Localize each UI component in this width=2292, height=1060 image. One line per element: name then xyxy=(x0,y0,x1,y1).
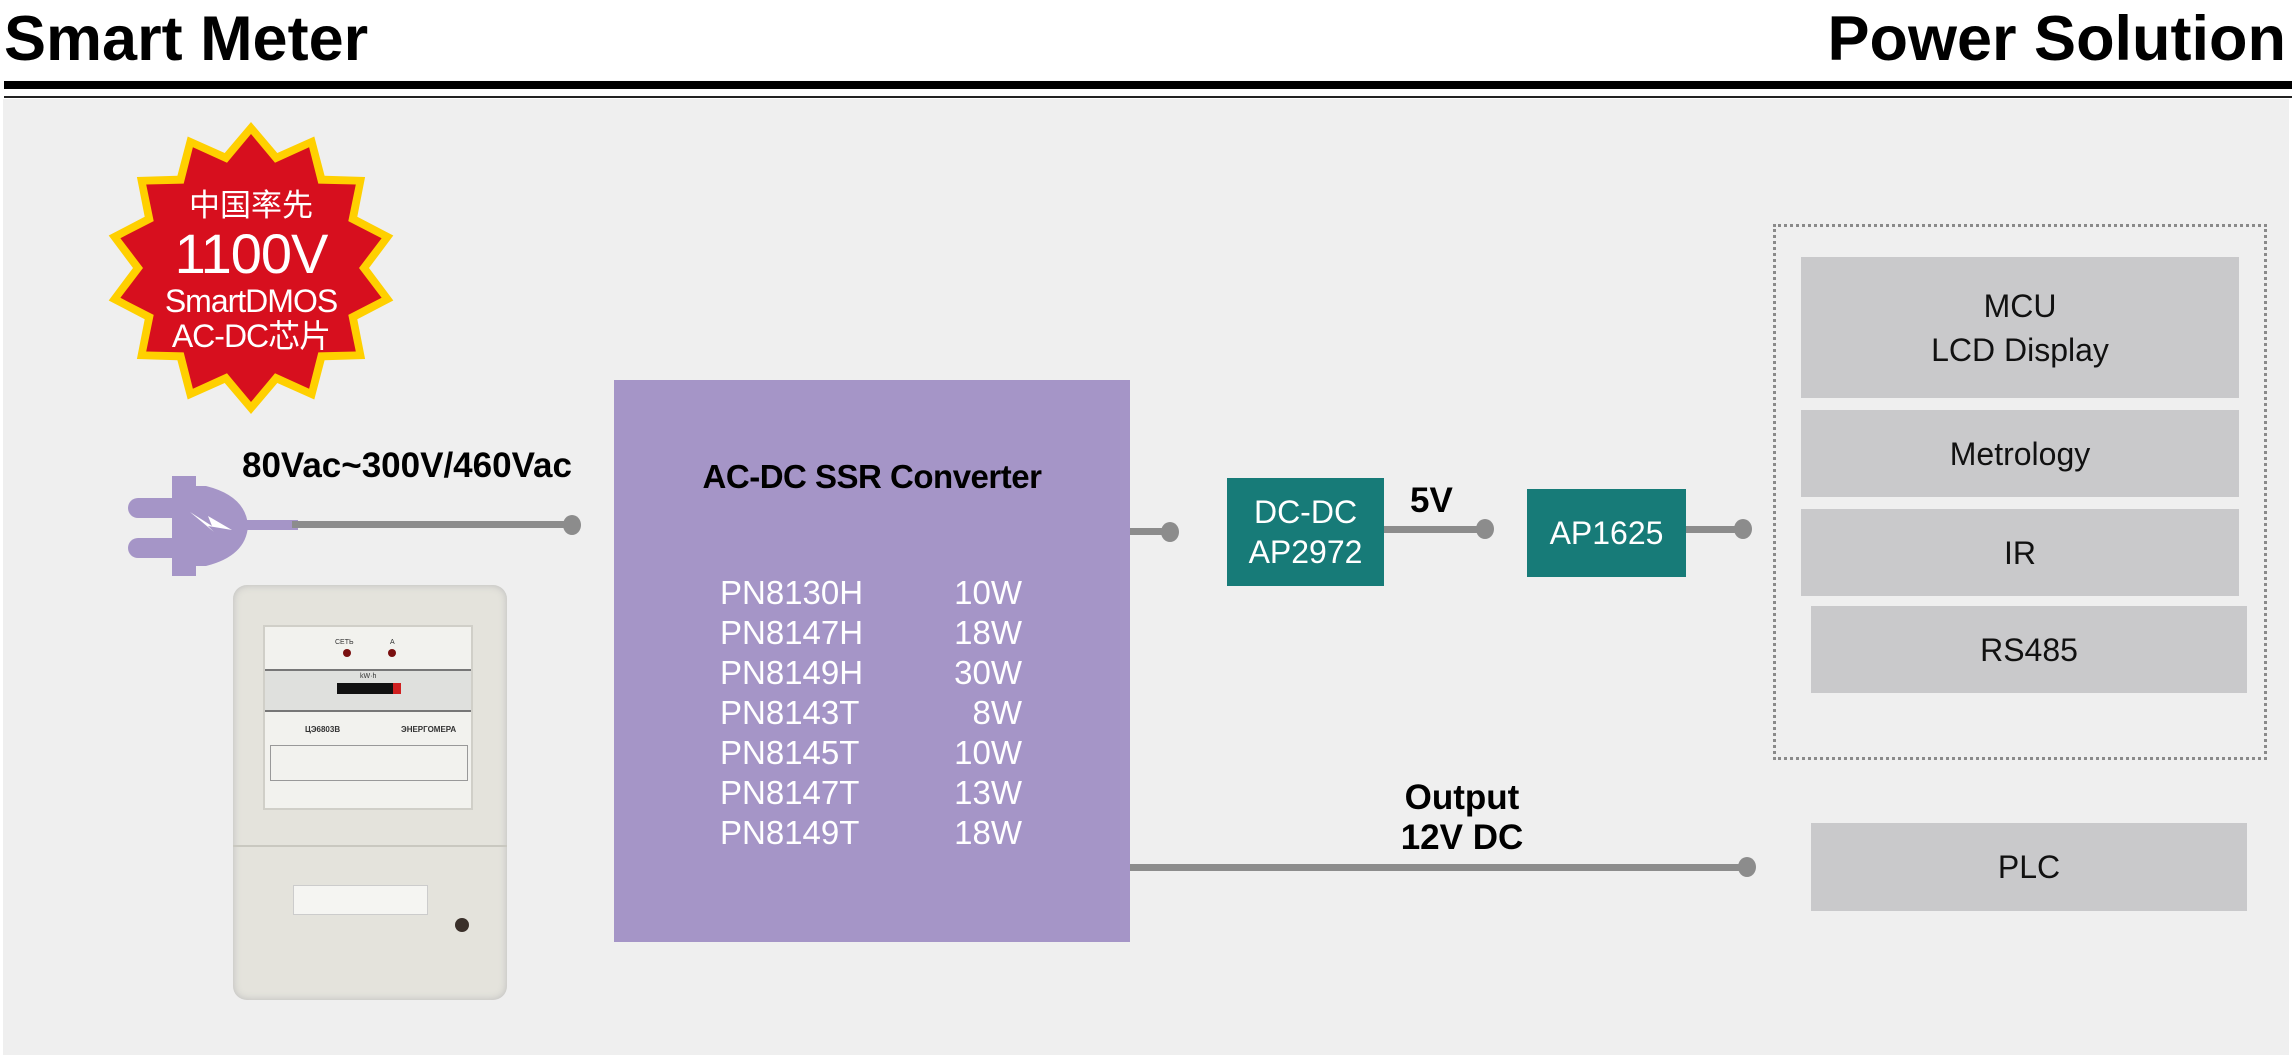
output-12v-dot xyxy=(1738,857,1756,877)
part-power: 10W xyxy=(954,734,1022,771)
metrology-label: Metrology xyxy=(1949,435,2091,472)
ir-label: IR xyxy=(2004,534,2036,571)
meter-seal-screw-icon xyxy=(455,918,469,932)
dcdc-to-ldo-line xyxy=(1384,526,1479,533)
part-power: 30W xyxy=(954,654,1022,691)
rail-5v-label: 5V xyxy=(1410,481,1453,520)
rail-5v-dot xyxy=(1476,519,1494,539)
page-title-right: Power Solution xyxy=(1827,4,2286,74)
part-power: 13W xyxy=(954,774,1022,811)
converter-to-dcdc-line xyxy=(1130,528,1165,535)
converter-title: AC-DC SSR Converter xyxy=(702,458,1042,495)
metrology-block: Metrology xyxy=(1801,410,2239,497)
starburst-icon xyxy=(108,122,394,414)
rs485-label: RS485 xyxy=(1980,631,2078,668)
ir-block: IR xyxy=(1801,509,2239,596)
converter-part-row: PN8143T 8W xyxy=(720,693,1022,733)
part-number: PN8149H xyxy=(720,654,864,691)
led-icon xyxy=(343,649,351,657)
page-title-left: Smart Meter xyxy=(4,4,369,74)
lcd-display-label: LCD Display xyxy=(1931,331,2109,368)
mcu-lcd-block: MCU LCD Display xyxy=(1801,257,2239,398)
part-power: 10W xyxy=(954,574,1022,611)
part-power: 18W xyxy=(954,614,1022,651)
converter-part-row: PN8149H 30W xyxy=(720,653,1022,693)
ldo-output-dot xyxy=(1734,519,1752,539)
output-voltage-label: 12V DC xyxy=(1400,818,1524,857)
meter-counter xyxy=(337,683,401,694)
input-connector-dot xyxy=(563,515,581,535)
rs485-block: RS485 xyxy=(1811,606,2247,693)
dcdc-line2: AP2972 xyxy=(1248,534,1363,570)
ldo-output-line xyxy=(1686,526,1738,533)
meter-indicator-label: A xyxy=(390,639,395,646)
part-number: PN8147T xyxy=(720,774,860,811)
meter-display-window: СЕТЬ A kW·h ЦЭ6803В ЭНЕРГОМЕРА xyxy=(263,625,473,810)
converter-part-row: PN8145T 10W xyxy=(720,733,1022,773)
converter-part-row: PN8147T 13W xyxy=(720,773,1022,813)
dcdc-block: DC-DC AP2972 xyxy=(1227,478,1384,586)
mcu-subsystem-group xyxy=(1773,224,2267,760)
meter-label-plate xyxy=(293,885,428,915)
meter-cover-seam xyxy=(233,845,507,847)
part-number: PN8145T xyxy=(720,734,860,771)
header-rule-thin xyxy=(4,96,2292,98)
badge-voltage: 1100V xyxy=(174,222,329,285)
plc-label: PLC xyxy=(1997,849,2061,885)
ldo-block: AP1625 xyxy=(1527,489,1686,577)
badge-line4: AC-DC芯片 xyxy=(171,318,331,354)
power-plug-icon xyxy=(128,474,298,583)
output-12v-line xyxy=(1130,864,1742,871)
plc-block: PLC xyxy=(1811,823,2247,911)
meter-brand: ЭНЕРГОМЕРА xyxy=(401,725,457,734)
badge-line3: SmartDMOS xyxy=(164,283,338,319)
ac-dc-converter-block xyxy=(614,380,1130,942)
part-number: PN8130H xyxy=(720,574,864,611)
input-voltage-label: 80Vac~300V/460Vac xyxy=(242,446,572,485)
part-number: PN8143T xyxy=(720,694,860,731)
part-power: 18W xyxy=(954,814,1022,851)
ldo-label: AP1625 xyxy=(1549,515,1664,551)
meter-counter-band: kW·h xyxy=(265,669,471,712)
dcdc-line1: DC-DC xyxy=(1253,494,1358,530)
led-icon xyxy=(388,649,396,657)
mcu-label: MCU xyxy=(1983,287,2057,324)
meter-model: ЦЭ6803В xyxy=(305,725,341,734)
header-rule-thick xyxy=(4,81,2292,89)
converter-output-dot xyxy=(1161,522,1179,542)
badge-line1: 中国率先 xyxy=(189,188,313,223)
meter-unit: kW·h xyxy=(360,673,377,680)
meter-indicator-label: СЕТЬ xyxy=(335,639,354,646)
part-power: 8W xyxy=(972,694,1023,731)
output-label: Output xyxy=(1404,778,1520,817)
input-connector-line xyxy=(292,521,572,528)
part-number: PN8149T xyxy=(720,814,860,851)
converter-part-row: PN8130H 10W xyxy=(720,573,1022,613)
meter-nameplate xyxy=(270,745,468,781)
smart-meter-image: СЕТЬ A kW·h ЦЭ6803В ЭНЕРГОМЕРА xyxy=(233,585,507,1000)
converter-part-row: PN8149T 18W xyxy=(720,813,1022,853)
part-number: PN8147H xyxy=(720,614,864,651)
converter-part-row: PN8147H 18W xyxy=(720,613,1022,653)
starburst-badge: 中国率先 1100V SmartDMOS AC-DC芯片 xyxy=(105,122,397,414)
